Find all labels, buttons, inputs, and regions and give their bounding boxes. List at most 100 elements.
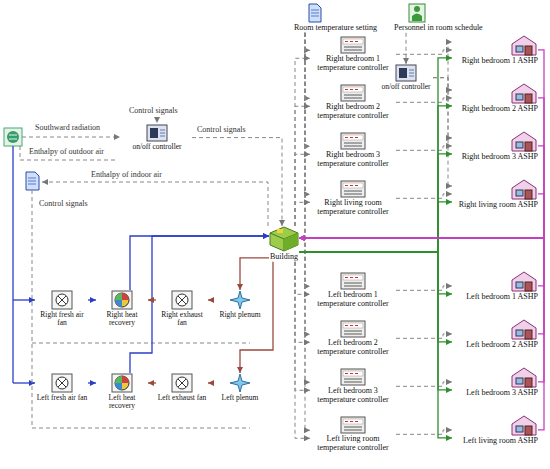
component-icon	[111, 290, 133, 310]
controller-node: Right bedroom 3 temperature controller	[310, 132, 396, 169]
node-label: Left living room ASHP	[452, 437, 538, 446]
connector	[299, 154, 452, 252]
component-icon	[308, 3, 322, 23]
node-label: on/off controller	[379, 83, 433, 91]
component-icon	[340, 368, 366, 386]
controller-node: Right bedroom 1 temperature controller	[310, 36, 396, 73]
node-label: Right living room temperature controller	[310, 199, 396, 217]
connector	[299, 238, 544, 286]
connector	[148, 382, 156, 383]
connector	[299, 238, 544, 334]
connector	[396, 334, 452, 338]
connector	[396, 98, 452, 102]
node-label: Left bedroom 3 temperature controller	[310, 387, 396, 405]
connector	[396, 50, 452, 54]
controller-node: on/off controller	[379, 64, 433, 91]
node-label: Right bedroom 2 temperature controller	[310, 103, 396, 121]
equipment-node: Left fresh air fan	[36, 373, 88, 402]
connector	[130, 236, 269, 290]
connector	[305, 33, 310, 147]
signal-label: Enthalpy of indoor air	[90, 171, 163, 180]
component-icon	[510, 270, 538, 292]
connector	[433, 78, 452, 186]
heat-pump-node: Left living room ASHP	[452, 414, 538, 446]
connector	[295, 262, 310, 295]
heat-pump-node: Left bedroom 3 ASHP	[452, 366, 538, 398]
node-label: Building	[270, 253, 298, 262]
node-label: Left heat recovery	[96, 394, 148, 411]
node-label: Right bedroom 3 temperature controller	[310, 151, 396, 169]
connector	[148, 299, 156, 300]
connector	[305, 33, 310, 99]
signal-label: Control signals	[196, 126, 247, 135]
node-label: Left living room temperature controller	[310, 435, 396, 453]
node-label: Right bedroom 3 ASHP	[452, 153, 538, 162]
connector	[396, 194, 452, 198]
connector	[240, 258, 269, 290]
node-label: Left fresh air fan	[36, 394, 88, 402]
component-icon	[510, 34, 538, 56]
connector	[208, 299, 214, 300]
node-label: Left plenum	[214, 394, 266, 402]
signal-line	[20, 117, 268, 428]
component-icon	[510, 130, 538, 152]
node-label: Room temperature setting	[294, 24, 377, 33]
component-icon	[340, 180, 366, 198]
connector	[299, 252, 452, 438]
controller-node: Right living room temperature controller	[310, 180, 396, 217]
connector	[299, 106, 452, 252]
signal-label: Enthalpy of outdoor air	[28, 148, 105, 157]
connector	[295, 262, 310, 391]
connector	[305, 33, 310, 431]
node-label: Right exhaust fan	[156, 311, 208, 328]
component-icon	[171, 373, 193, 393]
component-icon	[340, 272, 366, 290]
signal-label: Control signals	[128, 107, 179, 116]
connector	[208, 382, 214, 383]
building-node: Building	[269, 226, 299, 262]
connector	[295, 154, 310, 226]
component-icon	[340, 36, 366, 54]
connector	[305, 33, 310, 286]
node-label: on/off controller	[122, 143, 192, 151]
connector	[295, 58, 310, 226]
connector	[299, 50, 544, 238]
connector	[130, 236, 269, 373]
component-icon	[395, 64, 417, 82]
connector	[305, 33, 310, 335]
equipment-node: Right plenum	[214, 290, 266, 319]
heat-pump-node: Right bedroom 2 ASHP	[452, 82, 538, 114]
connector	[433, 78, 452, 138]
connector	[396, 146, 452, 150]
node-label: Left bedroom 1 ASHP	[452, 293, 538, 302]
input-icon	[26, 172, 39, 190]
component-icon	[510, 414, 538, 436]
node-label: Left exhaust fan	[156, 394, 208, 402]
signal-label: Southward radiation	[34, 124, 101, 133]
controller-node: Left bedroom 1 temperature controller	[310, 272, 396, 309]
connector	[299, 194, 544, 238]
node-label: Right living room ASHP	[452, 201, 538, 210]
component-icon	[171, 290, 193, 310]
connector	[88, 382, 96, 383]
component-icon	[510, 82, 538, 104]
connector	[305, 33, 310, 195]
signal-label: Control signals	[38, 200, 89, 209]
controller-node: on/off controller	[122, 124, 192, 151]
connector	[299, 98, 544, 238]
node-label: Left bedroom 2 temperature controller	[310, 339, 396, 357]
component-icon	[340, 320, 366, 338]
heat-pump-node: Right bedroom 3 ASHP	[452, 130, 538, 162]
connector	[295, 106, 310, 226]
connector	[299, 252, 452, 342]
connector	[192, 138, 282, 226]
component-icon	[510, 318, 538, 340]
heat-pump-node: Left bedroom 1 ASHP	[452, 270, 538, 302]
equipment-node: Right heat recovery	[96, 290, 148, 328]
component-icon	[340, 132, 366, 150]
heat-pump-node: Right living room ASHP	[452, 178, 538, 210]
node-label: Personnel in room schedule	[394, 24, 483, 33]
connector	[295, 202, 310, 226]
component-icon	[229, 290, 251, 310]
